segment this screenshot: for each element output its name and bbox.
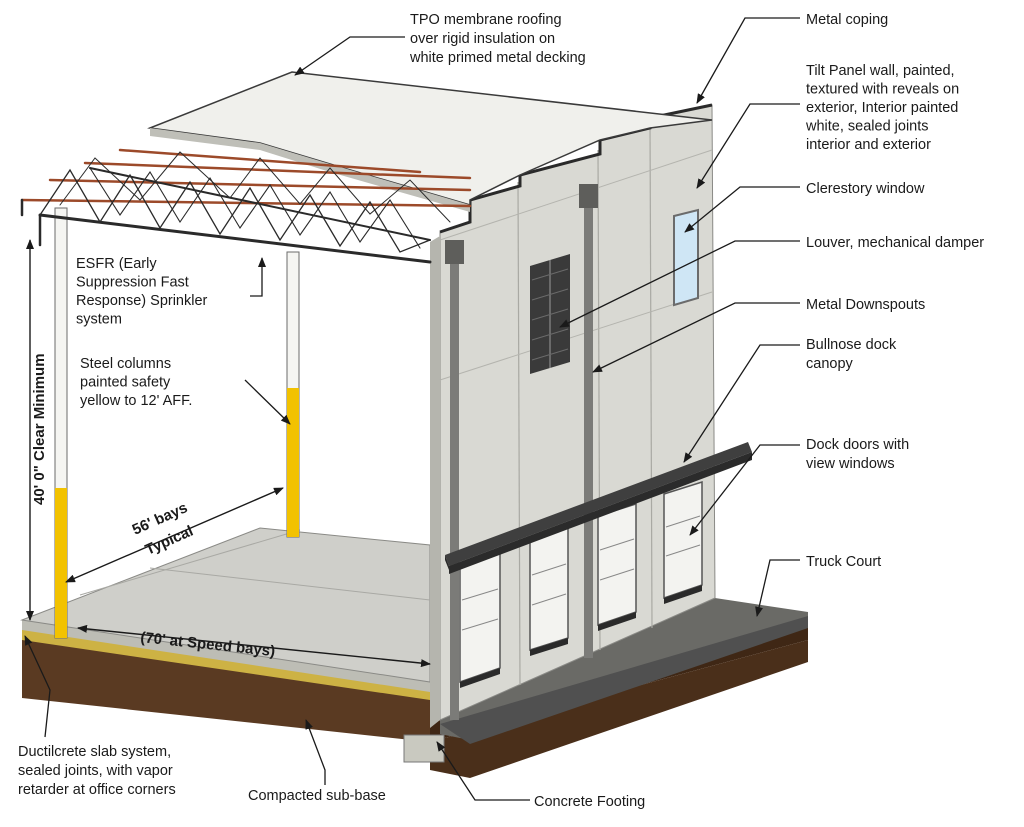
leader-tilt-panel [696,103,800,189]
leader-footing [436,741,530,801]
leader-lines [24,17,800,801]
steel-column-middle [286,251,300,538]
concrete-footing [403,734,445,763]
dimension-lines [26,239,431,668]
leader-tpo [294,36,405,76]
label-subbase: Compacted sub-base [248,788,386,804]
dim-speed-bays [77,624,431,668]
tilt-panel-wall [430,103,716,728]
leader-columns [244,379,291,425]
dock-doors [459,480,703,688]
label-esfr: ESFR (Early Suppression Fast Response) S… [76,256,211,328]
leader-dock-doors [689,444,800,536]
steel-column-left [54,207,68,639]
label-clerestory: Clerestory window [806,181,925,197]
label-truck-court: Truck Court [806,554,881,570]
leader-clerestory [684,186,800,233]
louver [530,254,570,374]
leader-coping [696,17,800,104]
dim-text-clear-height: 40' 0" Clear Minimum [31,353,48,505]
leader-downspouts [592,302,800,373]
dim-56-bays [65,487,284,583]
leader-slab [24,635,51,738]
clerestory-window [673,208,699,307]
label-footing: Concrete Footing [534,794,645,810]
metal-downspouts [445,184,598,720]
roof-deck [147,71,713,212]
leader-subbase [305,719,326,785]
label-dock-doors: Dock doors with view windows [806,437,913,472]
steel-joists [20,148,472,264]
leader-louver [559,240,800,328]
label-tilt-panel: Tilt Panel wall, painted, textured with … [805,63,963,153]
label-louver: Louver, mechanical damper [806,235,984,251]
label-coping: Metal coping [806,12,888,28]
bullnose-dock-canopy [445,442,752,574]
label-tpo: TPO membrane roofing over rigid insulati… [409,12,586,66]
label-columns: Steel columns painted safety yellow to 1… [80,356,192,409]
label-downspouts: Metal Downspouts [806,297,925,313]
leader-canopy [683,344,800,463]
label-slab: Ductilcrete slab system, sealed joints, … [18,744,177,798]
leader-truck-court [755,559,800,617]
leader-esfr [250,257,266,297]
label-canopy: Bullnose dock canopy [806,337,900,372]
